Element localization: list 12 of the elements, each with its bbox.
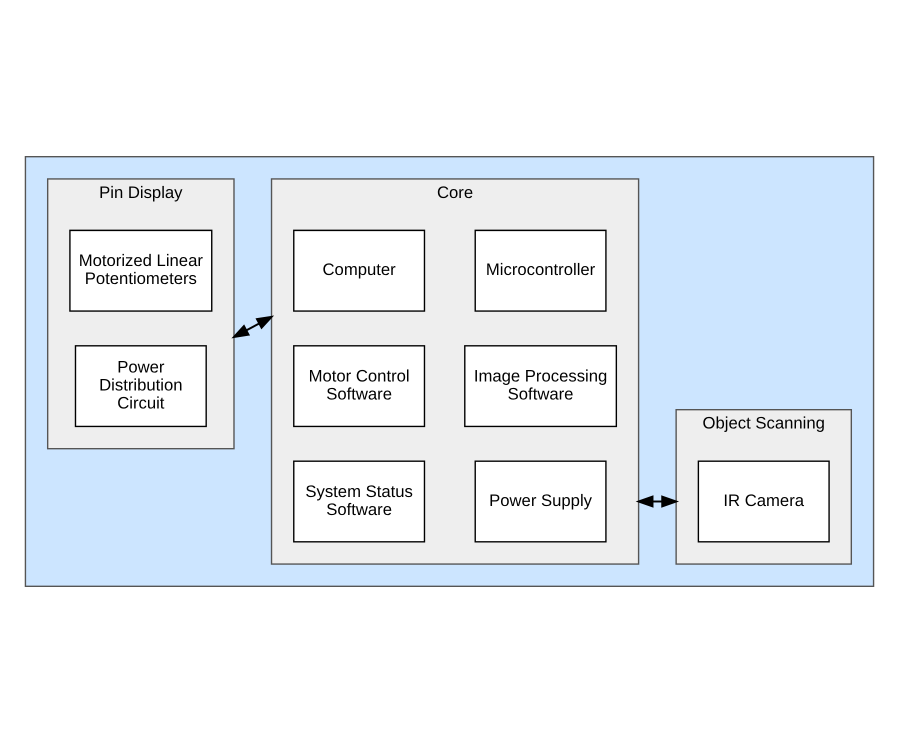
node-box: Image Processing Software <box>464 344 618 427</box>
node-box: System Status Software <box>293 460 426 542</box>
node-box: Microcontroller <box>474 229 607 312</box>
node-box: Motorized Linear Potentiometers <box>69 229 212 312</box>
node-box: Computer <box>293 229 426 312</box>
arrow <box>231 314 274 338</box>
cluster <box>24 156 874 587</box>
node-box: IR Camera <box>698 460 830 542</box>
node-box: Motor Control Software <box>293 344 426 427</box>
arrow <box>636 494 680 508</box>
node-box: Power Supply <box>474 460 607 542</box>
node-box: Power Distribution Circuit <box>74 344 207 427</box>
